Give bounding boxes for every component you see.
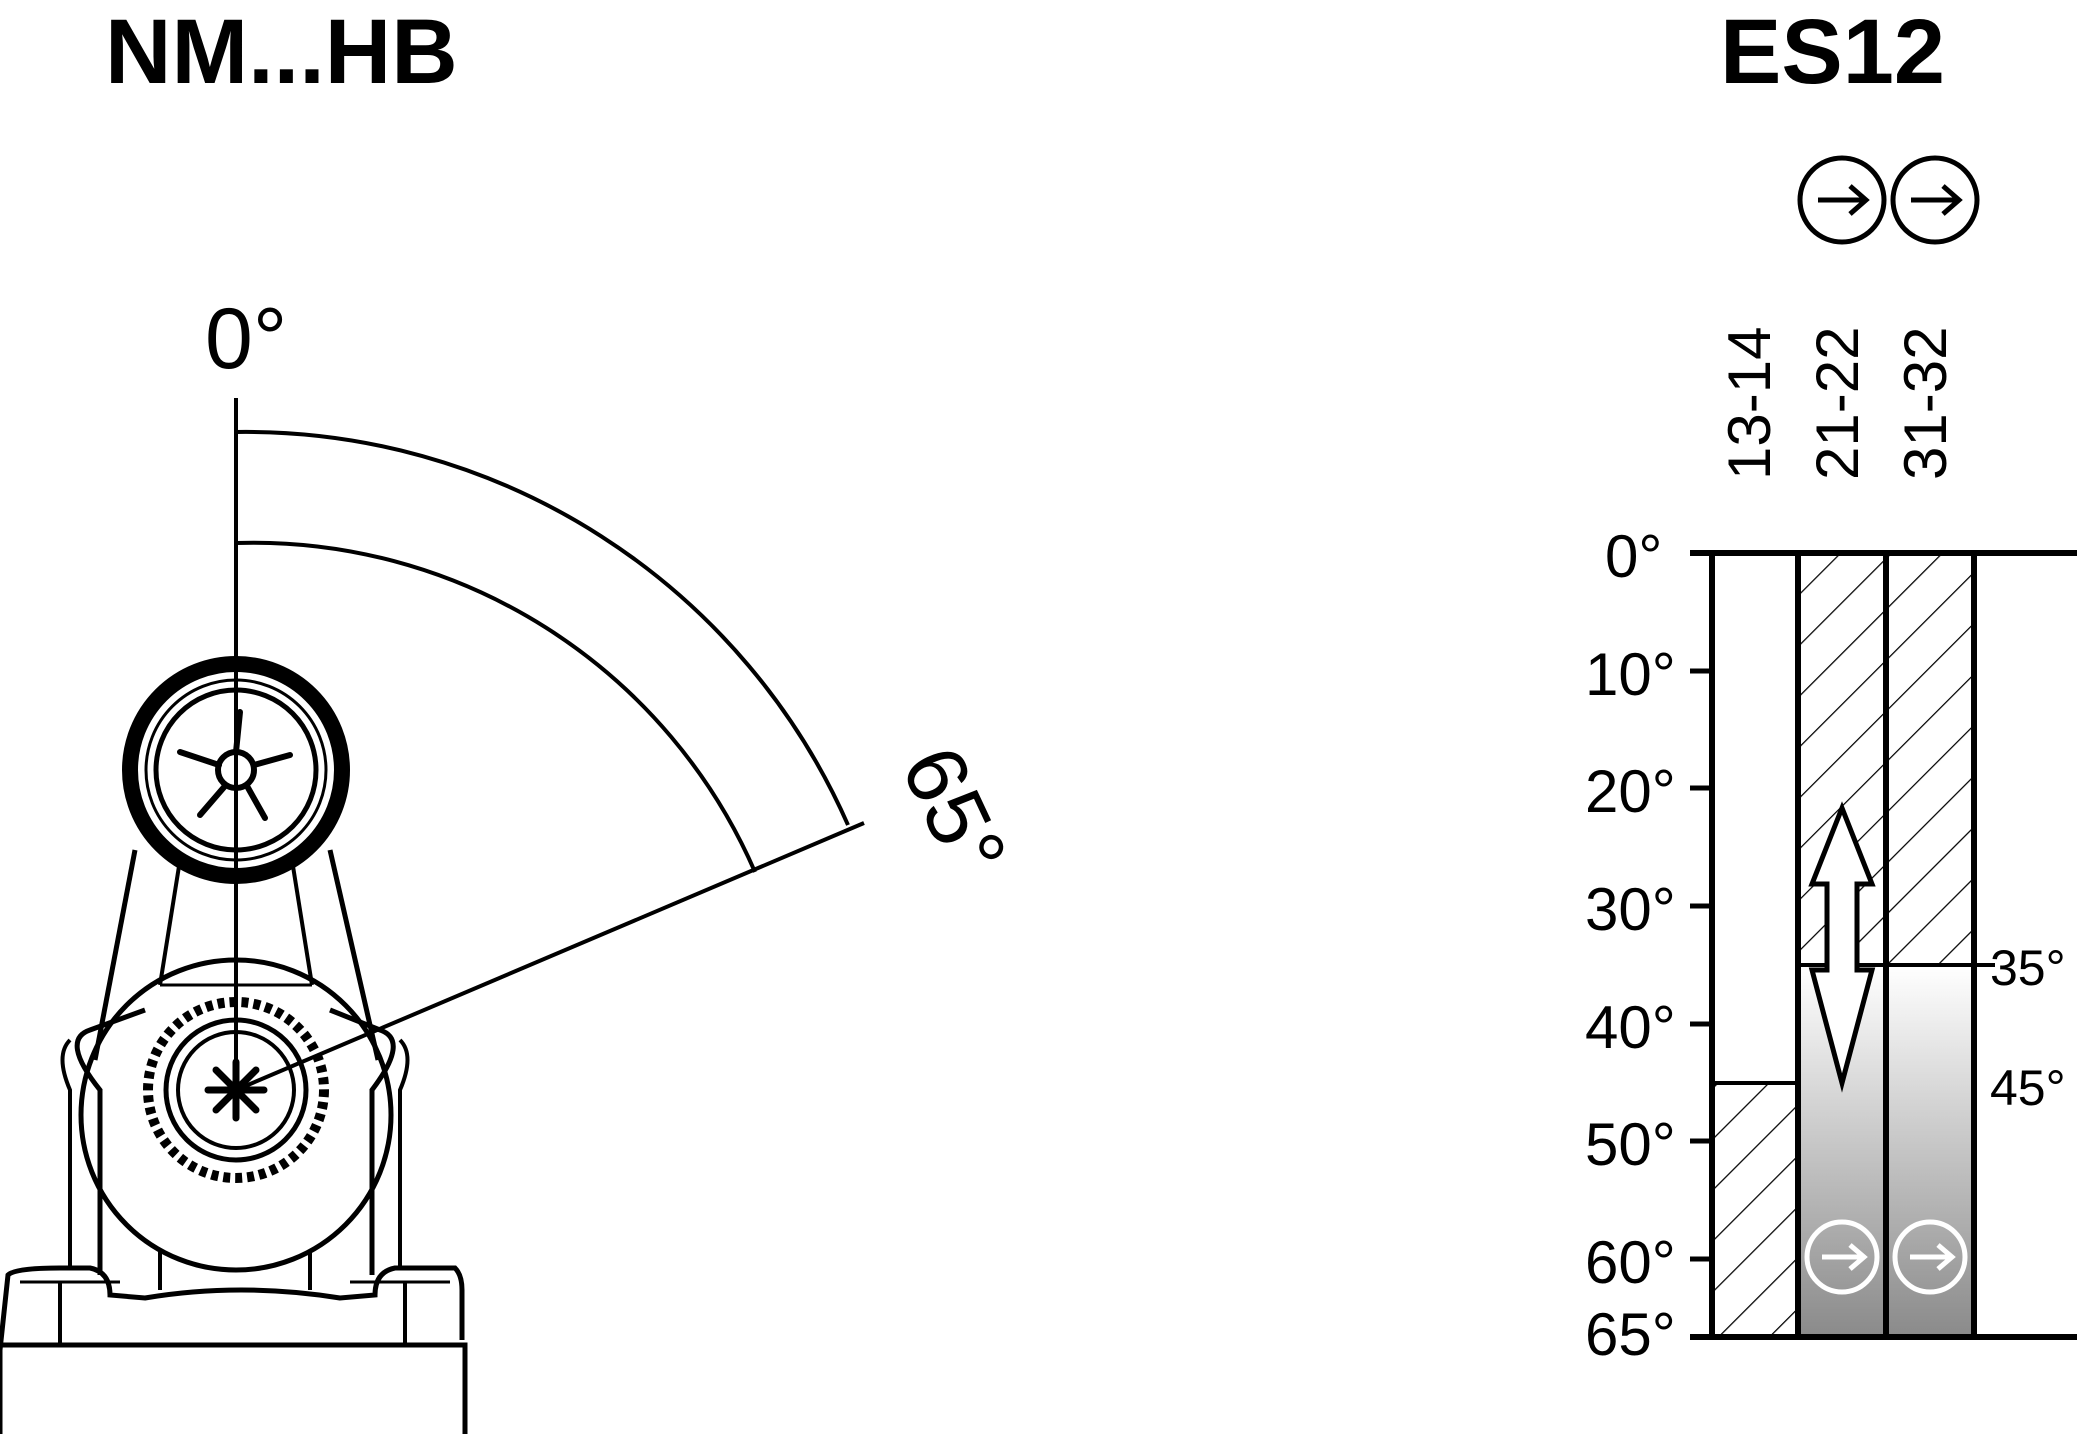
inner-travel-arc [235,540,757,873]
scale-label-50: 50° [1585,1111,1676,1178]
contact-31-32-hatch [1888,553,1973,965]
scale-label-20: 20° [1585,758,1676,825]
scale-label-30: 30° [1585,876,1676,943]
scale-label-0: 0° [1605,523,1662,590]
lever-drawing: 0° 65° [0,291,1025,1434]
contact-31-32-gradient [1888,965,1973,1337]
scale-label-10: 10° [1585,641,1676,708]
splined-shaft-icon [143,997,329,1183]
contact-label-31-32: 31-32 [1892,327,1959,480]
device-title: NM...HB [105,1,458,103]
positive-opening-icon [1804,1219,1880,1295]
scale-label-65: 65° [1585,1301,1676,1368]
positive-opening-icon [1890,155,1980,245]
contact-columns [1709,553,1977,1337]
lever-arm-icon [92,849,381,1290]
outer-travel-arc [235,429,850,826]
scale-ticks [1690,668,1712,1262]
contact-label-13-14: 13-14 [1716,327,1783,480]
contact-13-14-hatch [1712,1083,1797,1337]
marker-45-label: 45° [1990,1060,2066,1116]
roller-icon [122,656,350,884]
positive-opening-icon [1797,155,1887,245]
switch-title: ES12 [1720,1,1945,103]
housing-icon [0,1265,468,1434]
switching-diagram: 13-14 21-22 31-32 35° 45° [1585,155,2077,1368]
left-support [74,1007,146,1275]
lever-start-angle-label: 0° [205,291,287,387]
end-reference-line [235,821,865,1092]
marker-35-label: 35° [1990,940,2066,996]
hub-disk [78,957,394,1273]
scale-label-60: 60° [1585,1229,1676,1296]
scale-label-40: 40° [1585,994,1676,1061]
right-support [329,1007,396,1275]
double-arrow-icon [1808,801,1876,1093]
lever-end-angle-label: 65° [883,732,1025,890]
contact-label-21-22: 21-22 [1804,327,1871,480]
positive-opening-icon [1892,1219,1968,1295]
